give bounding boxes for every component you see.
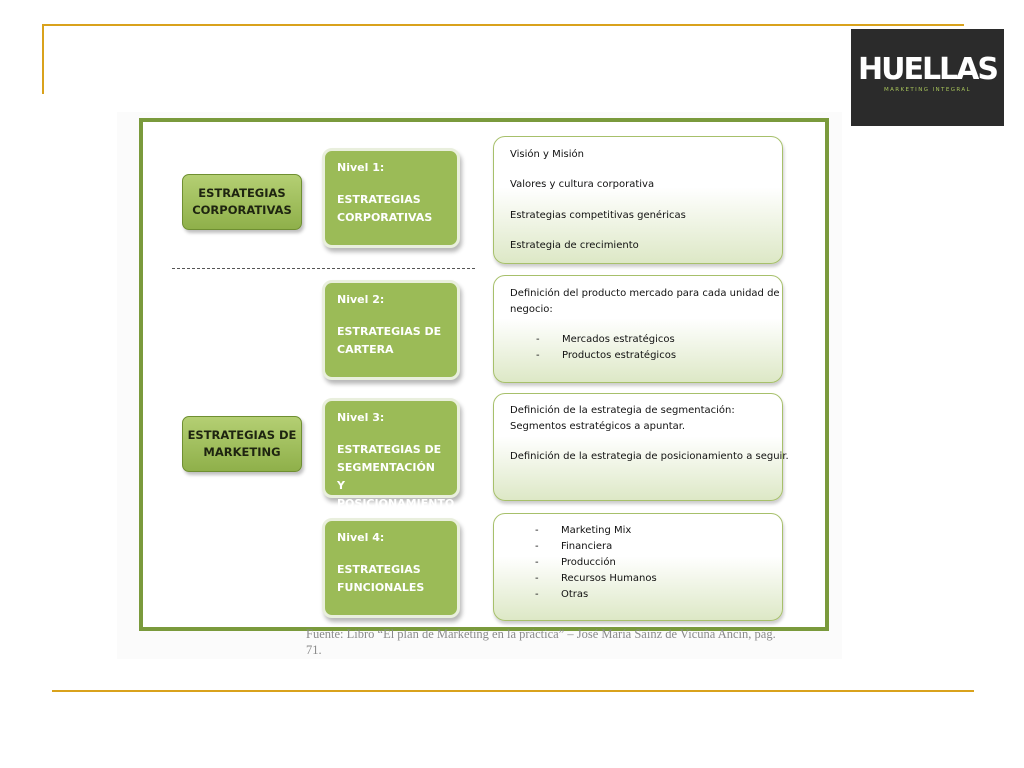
level-1-name: ESTRATEGIAS CORPORATIVAS	[337, 193, 433, 224]
desc-line: Visión y Misión	[510, 149, 584, 160]
bullet-text: Productos estratégicos	[562, 350, 677, 361]
group-marketing-label: ESTRATEGIAS DE MARKETING	[187, 428, 297, 459]
level-3-description: Definición de la estrategia de segmentac…	[493, 393, 789, 501]
bullet-dash: -	[535, 589, 539, 600]
desc-line: Definición de la estrategia de posiciona…	[510, 451, 789, 462]
logo-wordmark: HUELLAS	[857, 52, 999, 87]
logo-tagline: MARKETING INTEGRAL	[884, 87, 971, 93]
bullet-text: Recursos Humanos	[561, 573, 657, 584]
group-marketing: ESTRATEGIAS DE MARKETING	[182, 416, 302, 472]
bullet-text: Financiera	[561, 541, 613, 552]
level-3-title: Nivel 3:	[337, 411, 385, 424]
bullet-text: Marketing Mix	[561, 525, 632, 536]
bottom-gold-line	[52, 690, 974, 692]
bullet-text: Otras	[561, 589, 589, 600]
top-gold-line	[42, 24, 964, 26]
level-1-title: Nivel 1:	[337, 161, 385, 174]
level-2-description: Definición del producto mercado para cad…	[493, 275, 783, 383]
bullet-dash: -	[535, 573, 539, 584]
level-1-box: Nivel 1: ESTRATEGIAS CORPORATIVAS	[322, 148, 460, 248]
desc-line: Definición del producto mercado para cad…	[510, 288, 780, 299]
bullet-dash: -	[536, 334, 540, 345]
desc-line: Estrategia de crecimiento	[510, 240, 639, 251]
bullet-text: Mercados estratégicos	[562, 334, 675, 345]
left-gold-line	[42, 24, 44, 94]
huellas-logo: HUELLAS MARKETING INTEGRAL	[851, 29, 1004, 126]
level-2-name: ESTRATEGIAS DE CARTERA	[337, 325, 442, 356]
level-4-name: ESTRATEGIAS FUNCIONALES	[337, 563, 425, 594]
source-caption: Fuente: Libro “El plan de Marketing en l…	[306, 626, 836, 658]
level-4-description: - Marketing Mix - Financiera - Producció…	[493, 513, 783, 621]
bullet-dash: -	[535, 541, 539, 552]
bullet-text: Producción	[561, 557, 616, 568]
desc-line: Valores y cultura corporativa	[510, 179, 655, 190]
desc-line: Estrategias competitivas genéricas	[510, 210, 686, 221]
desc-line: Definición de la estrategia de segmentac…	[510, 405, 735, 416]
level-4-box: Nivel 4: ESTRATEGIAS FUNCIONALES	[322, 518, 460, 618]
level-1-description: Visión y Misión Valores y cultura corpor…	[493, 136, 783, 264]
bullet-dash: -	[535, 525, 539, 536]
bullet-dash: -	[535, 557, 539, 568]
group-corporativas: ESTRATEGIAS CORPORATIVAS	[182, 174, 302, 230]
level-divider	[172, 268, 475, 269]
desc-line: negocio:	[510, 304, 553, 315]
bullet-dash: -	[536, 350, 540, 361]
level-2-title: Nivel 2:	[337, 293, 385, 306]
caption-line-1: Fuente: Libro “El plan de Marketing en l…	[306, 627, 776, 641]
level-4-title: Nivel 4:	[337, 531, 385, 544]
desc-line: Segmentos estratégicos a apuntar.	[510, 421, 686, 432]
group-corporativas-label: ESTRATEGIAS CORPORATIVAS	[192, 186, 292, 217]
caption-line-2: 71.	[306, 643, 322, 657]
level-3-name: ESTRATEGIAS DE SEGMENTACIÓN Y POSICIONAM…	[337, 443, 455, 510]
level-3-box: Nivel 3: ESTRATEGIAS DE SEGMENTACIÓN Y P…	[322, 398, 460, 510]
level-2-box: Nivel 2: ESTRATEGIAS DE CARTERA	[322, 280, 460, 380]
